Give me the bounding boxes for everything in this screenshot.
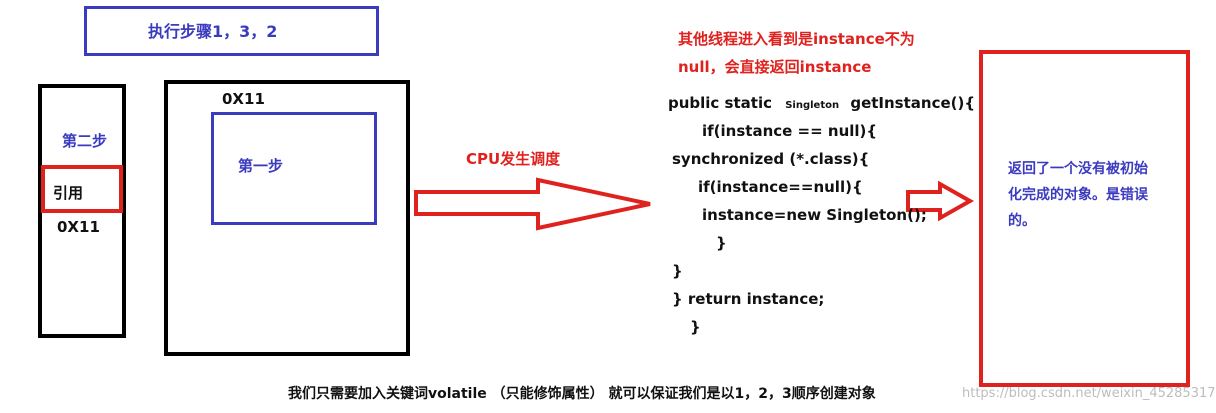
stack-frame (38, 84, 126, 338)
heap-address: 0X11 (222, 90, 265, 108)
stack-address: 0X11 (57, 218, 100, 236)
code-line-2: if(instance == null){ (702, 122, 878, 140)
code-line-4: if(instance==null){ (698, 178, 863, 196)
code-line-7: } (672, 262, 683, 280)
code-line-8: } return instance; (672, 290, 825, 308)
code-line-6: } (716, 234, 727, 252)
code-line-3: synchronized (*.class){ (672, 150, 870, 168)
code-line-9: } (690, 318, 701, 336)
code-line-1-post: getInstance(){ (850, 94, 976, 112)
result-arrow (906, 180, 975, 222)
code-line-1-small: Singleton (785, 100, 840, 111)
step-two-label: 第二步 (62, 132, 108, 150)
code-line-5: instance=new Singleton(); (702, 206, 927, 224)
step-one-label: 第一步 (238, 157, 284, 175)
result-line-3: 的。 (1008, 213, 1036, 229)
code-line-1-pre: public static (668, 94, 772, 112)
result-line-1: 返回了一个没有被初始 (1008, 161, 1148, 177)
other-thread-note-line1: 其他线程进入看到是instance不为 (678, 30, 915, 48)
result-line-2: 化完成的对象。是错误 (1008, 187, 1148, 203)
code-line-1: public static Singleton getInstance(){ (668, 94, 975, 112)
cpu-schedule-label: CPU发生调度 (466, 150, 561, 168)
heap-frame (164, 80, 410, 356)
result-box (979, 50, 1190, 387)
step-order-label: 执行步骤1，3，2 (148, 22, 278, 41)
reference-box (41, 165, 123, 213)
watermark: https://blog.csdn.net/weixin_45285317 (962, 386, 1216, 401)
reference-label: 引用 (53, 184, 84, 202)
bottom-note: 我们只需要加入关键词volatile （只能修饰属性） 就可以保证我们是以1，2… (288, 386, 876, 402)
step-order-box (84, 6, 379, 56)
cpu-arrow (414, 177, 651, 231)
object-box (211, 112, 377, 225)
other-thread-note-line2: null，会直接返回instance (678, 58, 872, 76)
